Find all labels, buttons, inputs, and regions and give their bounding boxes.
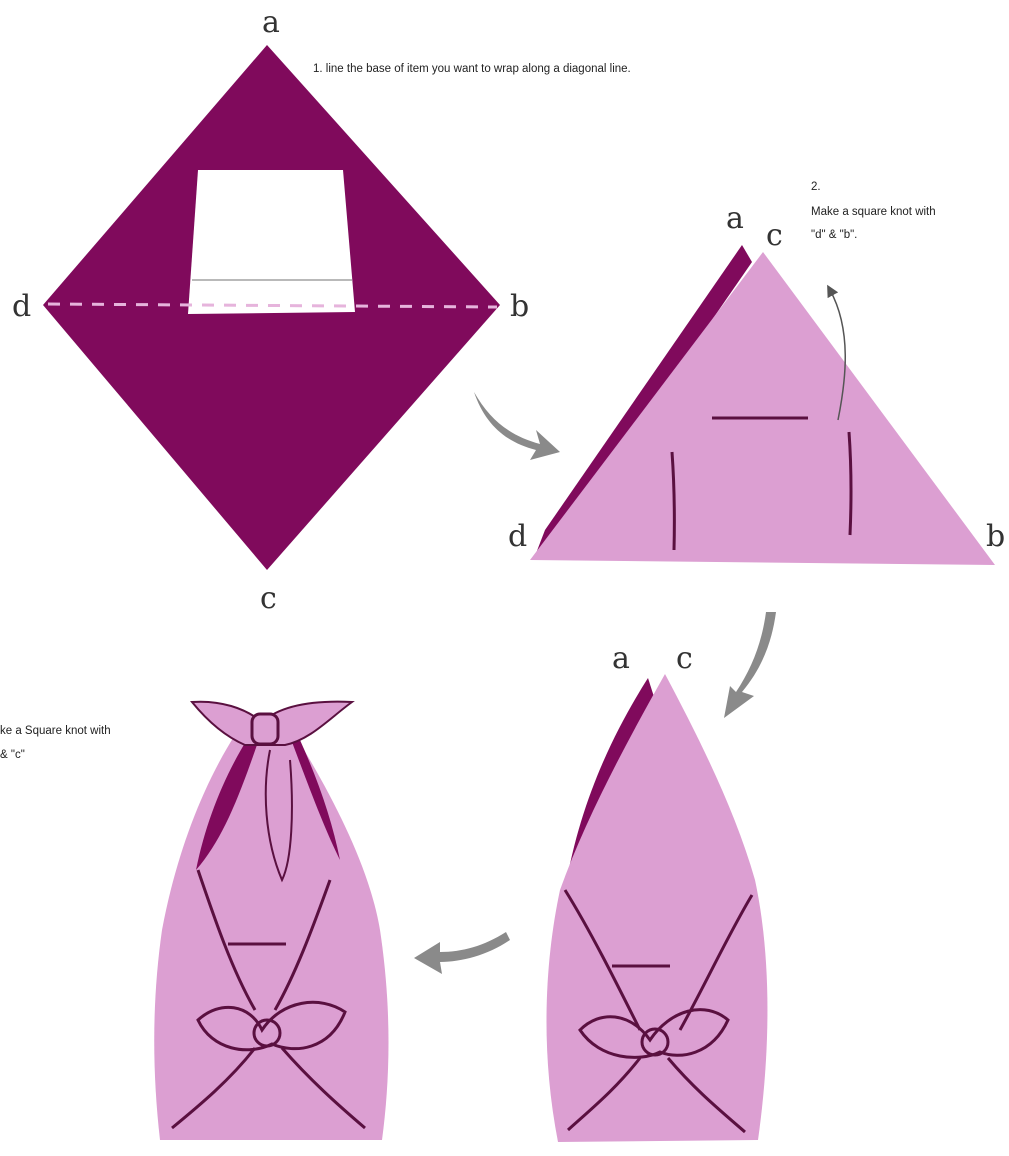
step3-cloth-front-layer [546,674,767,1142]
step2-label-a: a [726,201,744,236]
step2-instruction-line2: "d" & "b". [811,229,857,241]
step1-label-c: c [260,581,277,616]
step1-item-box [188,170,355,314]
step2-instruction-line1: Make a square knot with [811,206,936,218]
step2-number: 2. [811,181,821,193]
step3-label-a: a [612,641,630,676]
step1-instruction: 1. line the base of item you want to wra… [313,63,631,75]
step2-label-d: d [508,519,527,554]
step1-label-d: d [12,289,31,324]
step3-label-c: c [676,641,693,676]
curved-arrow-icon [414,932,510,974]
step2-label-b: b [986,519,1005,554]
step4-cloth-body [154,735,388,1140]
step2-cloth-front-layer [530,252,995,565]
curved-arrow-icon [474,392,560,460]
step1-label-b: b [510,289,529,324]
step2-label-c: c [766,218,783,253]
step4-figure: ke a Square knot with & "c" [0,702,389,1140]
step1-figure: a b c d 1. line the base of item you wan… [12,5,631,616]
step4-top-knot [252,714,278,744]
step4-instruction-line2: & "c" [0,749,25,761]
curved-arrow-icon [724,612,776,718]
step4-instruction-line1: ke a Square knot with [0,725,111,737]
step3-figure: a c [546,641,767,1142]
step2-figure: a c b d 2. Make a square knot with "d" &… [508,181,1005,565]
step1-label-a: a [262,5,280,40]
